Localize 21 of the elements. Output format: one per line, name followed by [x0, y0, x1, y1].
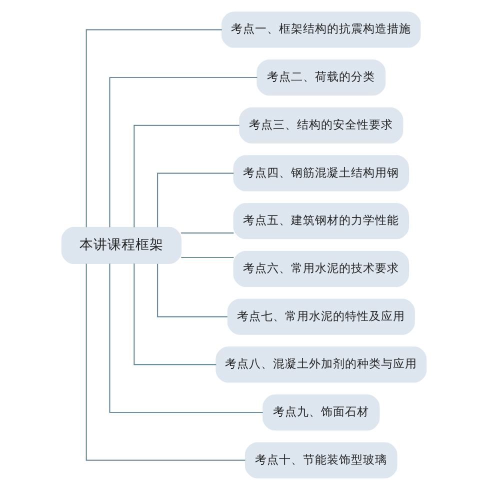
connector: [134, 124, 240, 228]
connector: [157, 263, 228, 318]
node-box: 考点十、节能装饰型玻璃: [244, 442, 398, 478]
connector: [109, 77, 258, 228]
node-box: 考点五、建筑钢材的力学性能: [233, 203, 409, 240]
node-box: 考点一、框架结构的抗震构造措施: [222, 12, 421, 48]
connector: [134, 263, 217, 366]
node-box: 考点二、荷载的分类: [256, 59, 386, 96]
connector: [86, 263, 246, 461]
node-box: 本讲课程框架: [61, 226, 182, 264]
node-box: 考点四、钢筋混凝土结构用钢: [233, 155, 409, 192]
node-box: 考点六、常用水泥的技术要求: [233, 250, 409, 287]
node-box: 考点九、饰面石材: [262, 394, 380, 431]
connector: [180, 232, 234, 234]
connector: [157, 172, 234, 228]
node-box: 考点三、结构的安全性要求: [239, 107, 404, 144]
node-box: 考点七、常用水泥的特性及应用: [227, 298, 415, 335]
connector: [180, 256, 234, 258]
node-box: 考点八、混凝土外加剂的种类与应用: [216, 346, 427, 383]
connector: [109, 263, 264, 413]
connector: [86, 29, 222, 228]
